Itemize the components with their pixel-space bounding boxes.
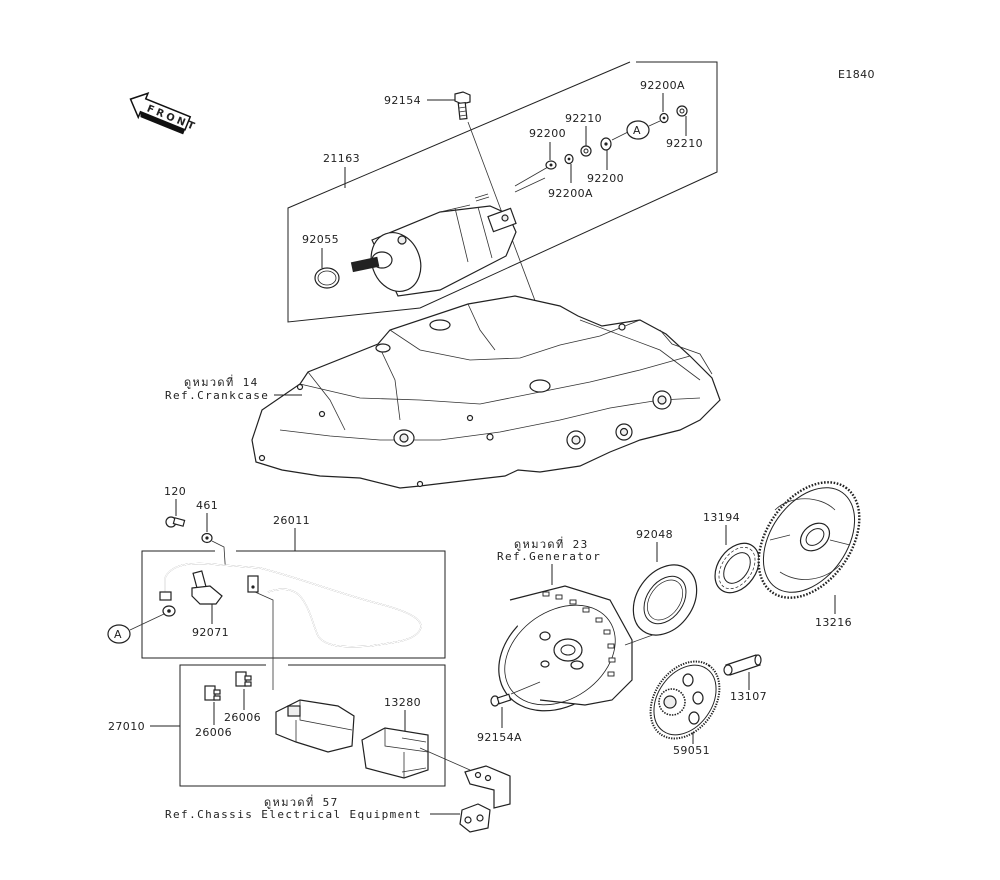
part-92048[interactable]: 92048	[620, 528, 709, 647]
svg-text:92200A: 92200A	[640, 79, 685, 92]
svg-text:92048: 92048	[636, 528, 673, 541]
svg-text:ดูหมวดที่ 57: ดูหมวดที่ 57	[264, 794, 339, 809]
svg-text:461: 461	[196, 499, 218, 512]
svg-text:92200A: 92200A	[548, 187, 593, 200]
crankcase-illustration	[251, 295, 721, 489]
part-92154a[interactable]: 92154A	[477, 681, 541, 744]
part-92200a-lower[interactable]: 92200A	[548, 153, 593, 201]
part-92200-left[interactable]: 92200	[529, 127, 566, 170]
svg-text:Ref.Generator: Ref.Generator	[497, 550, 601, 563]
part-27010[interactable]: 27010	[108, 664, 446, 787]
svg-text:92154A: 92154A	[477, 731, 522, 744]
part-13194[interactable]: 13194	[703, 511, 768, 601]
generator-rotor-illustration	[498, 585, 673, 712]
starter-group-frame	[287, 61, 718, 323]
part-59051[interactable]: 59051	[636, 648, 733, 757]
part-92210-right[interactable]: 92210	[666, 105, 703, 150]
svg-text:92071: 92071	[192, 626, 229, 639]
svg-text:Ref.Crankcase: Ref.Crankcase	[165, 389, 269, 402]
part-13216[interactable]: 13216	[738, 463, 880, 629]
svg-text:26006: 26006	[195, 726, 232, 739]
part-92055[interactable]: 92055	[302, 233, 340, 289]
svg-text:92200: 92200	[529, 127, 566, 140]
part-13280[interactable]: 13280	[361, 696, 471, 779]
svg-text:Ref.Chassis Electrical Equipme: Ref.Chassis Electrical Equipment	[165, 808, 422, 821]
callout-a-top: A	[611, 120, 661, 141]
svg-text:92055: 92055	[302, 233, 339, 246]
svg-text:13280: 13280	[384, 696, 421, 709]
svg-text:A: A	[114, 628, 122, 641]
part-26006-b[interactable]: 26006	[224, 671, 261, 724]
svg-text:92154: 92154	[384, 94, 421, 107]
part-92210-top[interactable]: 92210	[565, 112, 602, 157]
svg-text:120: 120	[164, 485, 186, 498]
part-26011[interactable]: 26011	[141, 514, 446, 690]
part-92071[interactable]: 92071	[191, 570, 229, 639]
callout-a-cable: A	[107, 613, 165, 644]
part-120[interactable]: 120	[164, 485, 186, 528]
part-26006-a[interactable]: 26006	[195, 685, 232, 739]
svg-text:92210: 92210	[666, 137, 703, 150]
svg-text:26006: 26006	[224, 711, 261, 724]
svg-text:21163: 21163	[323, 152, 360, 165]
svg-text:13107: 13107	[730, 690, 767, 703]
svg-text:ดูหมวดที่ 14: ดูหมวดที่ 14	[184, 374, 259, 389]
svg-text:A: A	[633, 124, 641, 137]
svg-text:13194: 13194	[703, 511, 740, 524]
svg-text:92210: 92210	[565, 112, 602, 125]
svg-text:27010: 27010	[108, 720, 145, 733]
front-arrow-icon: FRONT	[129, 92, 199, 135]
part-92200-mid[interactable]: 92200	[587, 137, 624, 185]
ref-chassis-electrical[interactable]: ดูหมวดที่ 57 Ref.Chassis Electrical Equi…	[165, 794, 460, 821]
svg-text:13216: 13216	[815, 616, 852, 629]
ref-generator[interactable]: ดูหมวดที่ 23 Ref.Generator	[497, 536, 601, 585]
part-92200a-top[interactable]: 92200A	[640, 79, 685, 124]
bracket-illustration	[459, 765, 511, 833]
svg-text:59051: 59051	[673, 744, 710, 757]
ref-crankcase[interactable]: ดูหมวดที่ 14 Ref.Crankcase	[165, 374, 302, 402]
svg-text:92200: 92200	[587, 172, 624, 185]
diagram-code: E1840	[838, 68, 875, 81]
part-21163[interactable]: 21163	[323, 152, 546, 298]
svg-text:ดูหมวดที่ 23: ดูหมวดที่ 23	[514, 536, 589, 551]
part-13107[interactable]: 13107	[723, 654, 767, 703]
svg-text:26011: 26011	[273, 514, 310, 527]
